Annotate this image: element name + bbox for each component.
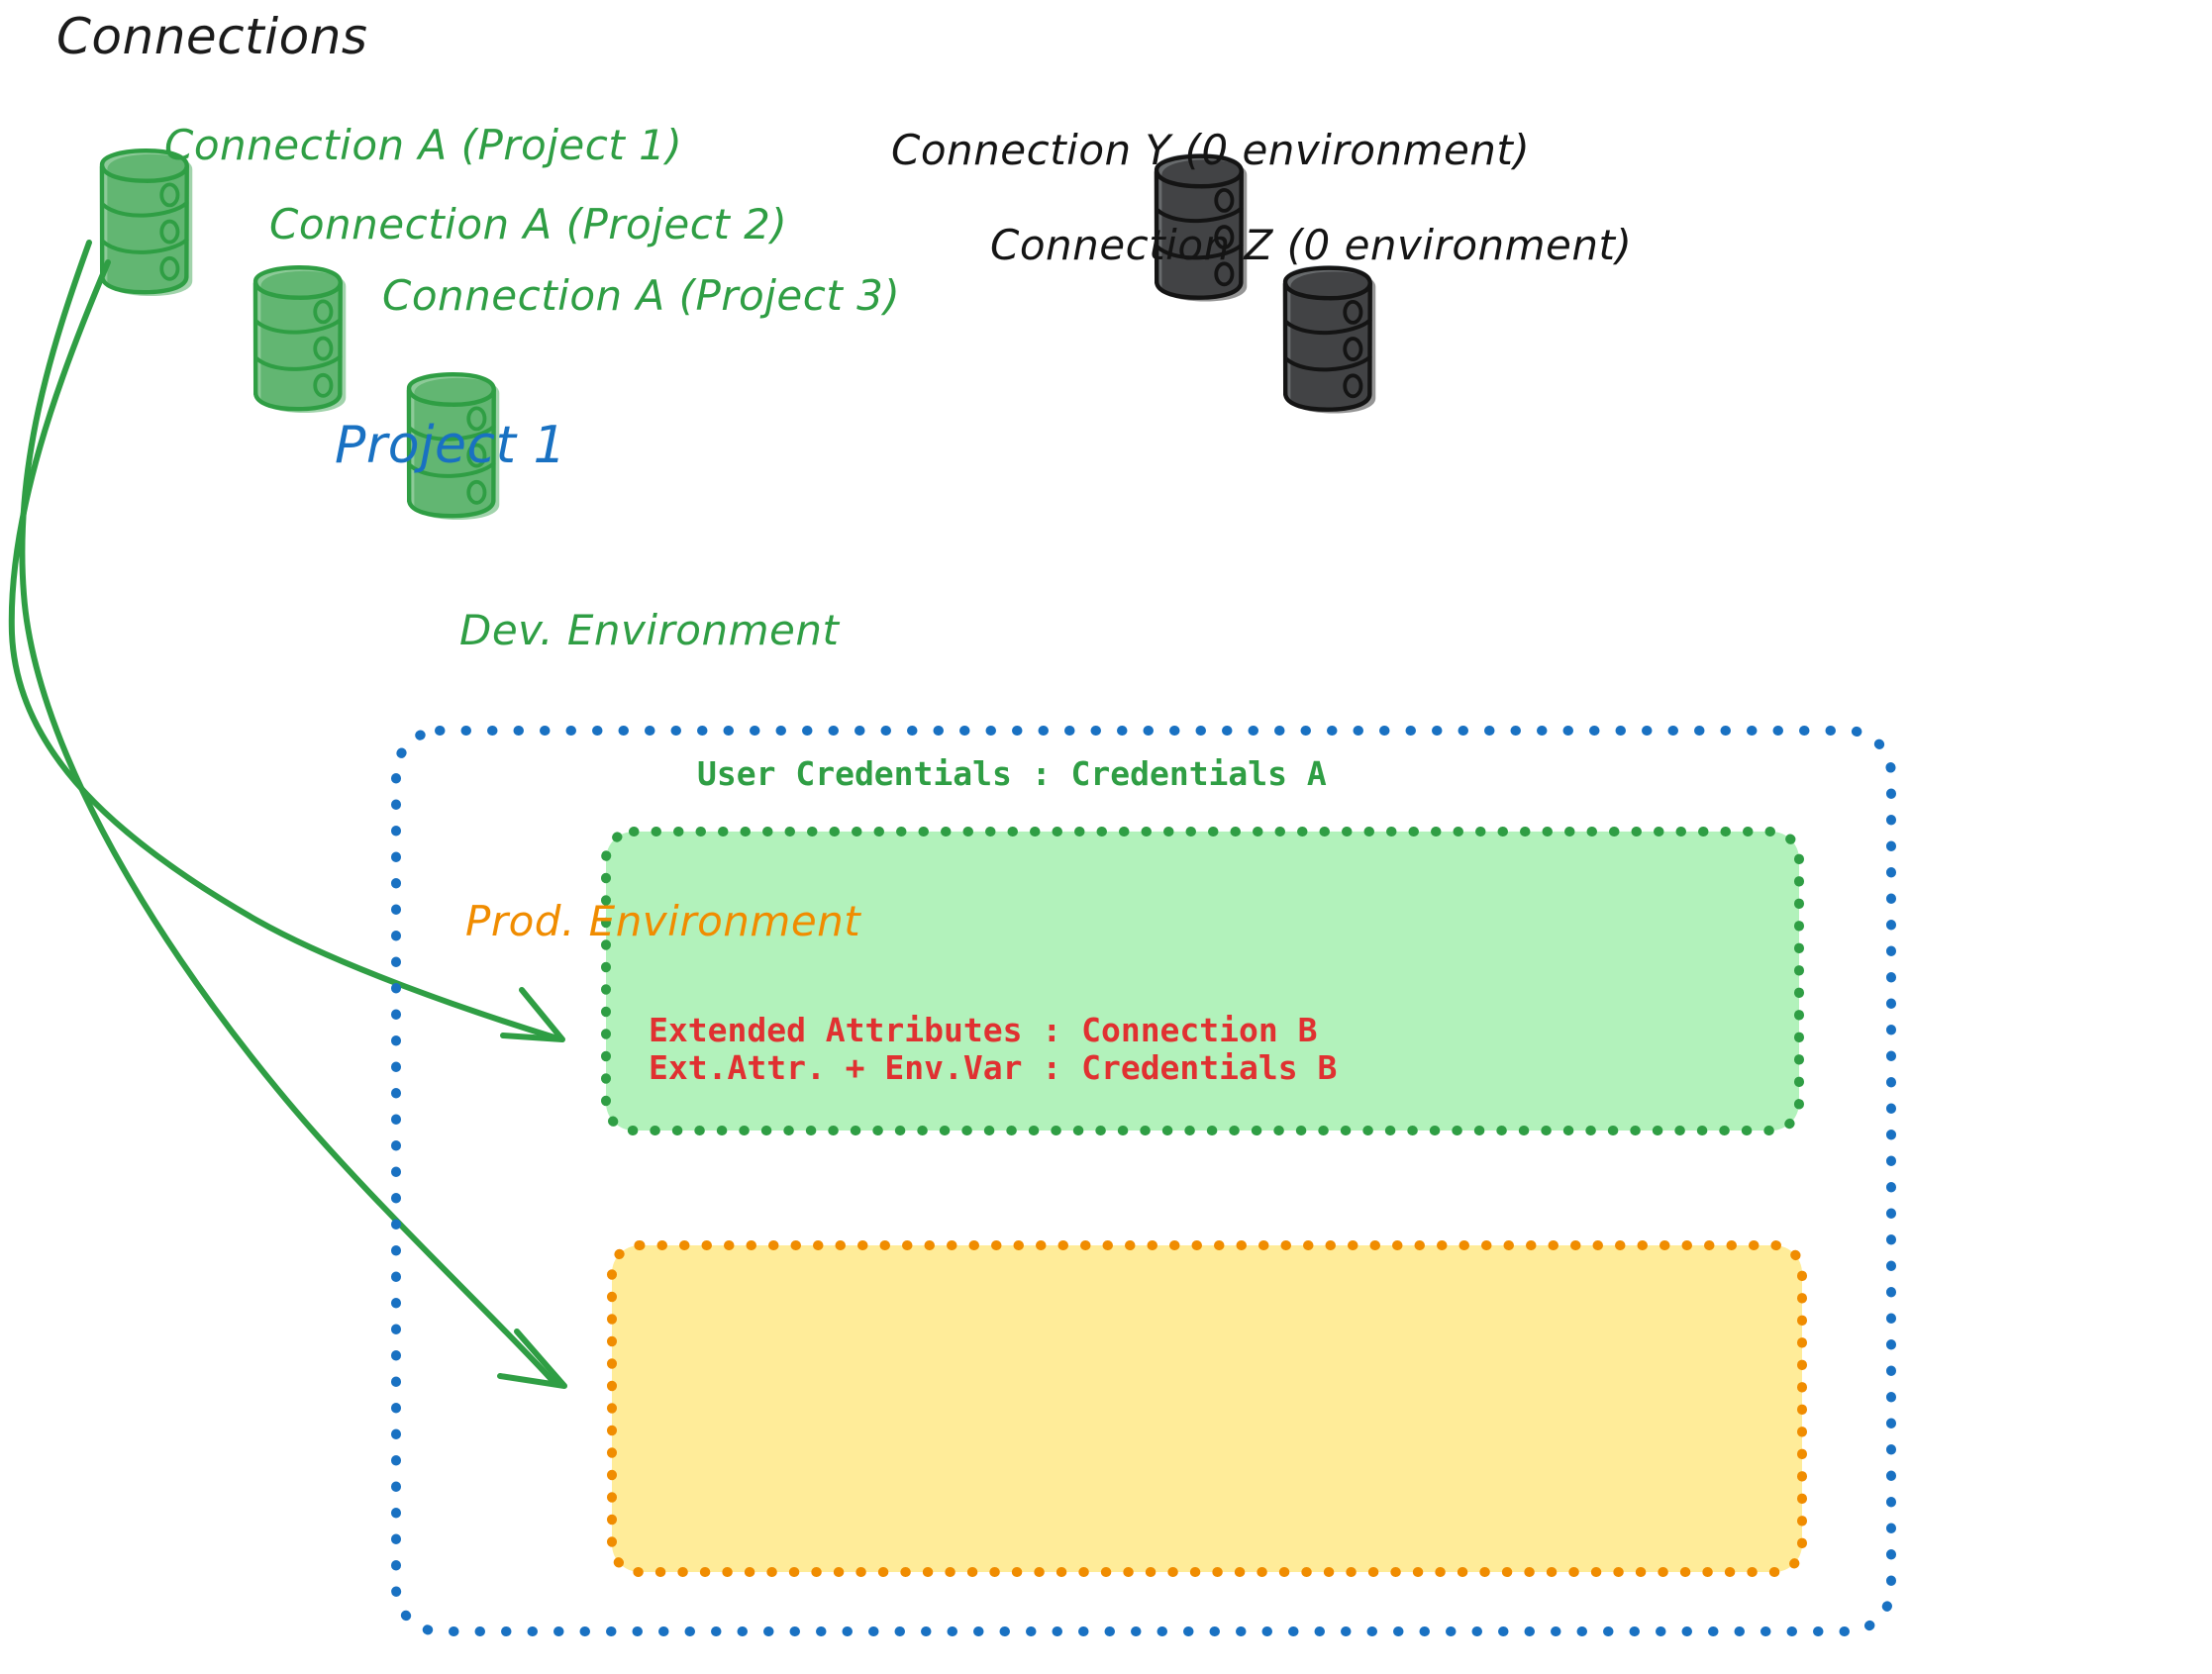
connection-label-a-project-3: Connection A (Project 3) <box>382 271 901 320</box>
database-cylinder-icon-connection-z <box>1285 264 1376 414</box>
connection-label-a-project-1: Connection A (Project 1) <box>164 121 683 169</box>
prod-environment-box <box>607 1240 1807 1577</box>
arrow-connection-a-to-dev <box>8 259 565 1042</box>
database-cylinder-icon-connection-y <box>1156 152 1248 302</box>
connection-label-a-project-2: Connection A (Project 2) <box>269 200 788 248</box>
connection-label-z: Connection Z (0 environment) <box>990 221 1633 269</box>
database-cylinder-icon-connection-a-1 <box>102 150 193 296</box>
prod-environment-entry-ext-attr-env-var: Ext.Attr. + Env.Var : Credentials B <box>649 1048 1338 1087</box>
arrow-connection-a-to-prod <box>19 240 567 1389</box>
connection-label-y: Connection Y (0 environment) <box>891 126 1531 174</box>
prod-environment-title: Prod. Environment <box>465 897 861 945</box>
dev-environment-title: Dev. Environment <box>459 606 840 654</box>
database-cylinder-icon-connection-a-2 <box>255 267 347 413</box>
project-1-title: Project 1 <box>335 416 567 475</box>
prod-environment-entry-extended-attributes: Extended Attributes : Connection B <box>649 1011 1318 1049</box>
project-1-container-border <box>391 726 1896 1636</box>
page-title: Connections <box>56 8 368 65</box>
dev-environment-box <box>601 827 1804 1135</box>
dev-environment-entry-user-credentials: User Credentials : Credentials A <box>697 754 1327 793</box>
